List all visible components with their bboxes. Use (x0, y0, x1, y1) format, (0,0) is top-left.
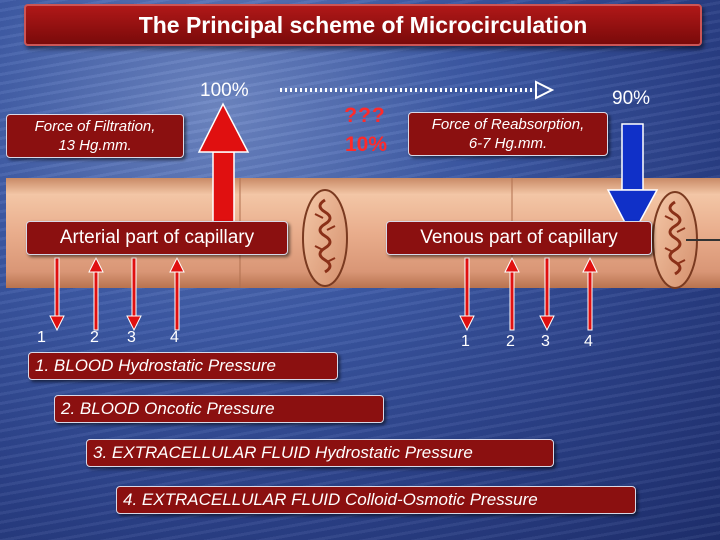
legend-item: 1. BLOOD Hydrostatic Pressure (28, 352, 338, 380)
filtration-percent: 100% (200, 80, 249, 101)
legend-item: 2. BLOOD Oncotic Pressure (54, 395, 384, 423)
reabsorption-label: Force of Reabsorption, (431, 116, 585, 133)
arterial-pressure-arrows (49, 256, 185, 332)
venous-number: 3 (541, 333, 550, 350)
venous-number: 4 (584, 333, 593, 350)
arterial-number: 3 (127, 329, 136, 346)
flow-arrowhead-icon (535, 80, 555, 100)
arterial-number: 4 (170, 329, 179, 346)
filtration-label: Force of Filtration, (34, 118, 156, 135)
legend-item: 4. EXTRACELLULAR FLUID Colloid-Osmotic P… (116, 486, 636, 514)
filtration-value: 13 Hg.mm. (58, 137, 132, 154)
reabsorption-down-arrow (606, 123, 659, 238)
legend-item: 3. EXTRACELLULAR FLUID Hydrostatic Press… (86, 439, 554, 467)
arterial-part-label: Arterial part of capillary (26, 221, 288, 255)
endothelial-cell-icon (652, 191, 698, 289)
arterial-number: 2 (90, 329, 99, 346)
unknown-marker: ??? (344, 104, 386, 127)
filtration-force-box: Force of Filtration, 13 Hg.mm. (6, 114, 184, 158)
reabsorption-percent: 90% (612, 88, 651, 109)
reabsorption-value: 6-7 Hg.mm. (468, 135, 548, 152)
arterial-number: 1 (37, 329, 46, 346)
middle-percent: 10% (344, 133, 388, 156)
venous-number: 1 (461, 333, 470, 350)
venous-pressure-arrows (459, 256, 598, 332)
venous-part-label: Venous part of capillary (386, 221, 652, 255)
endothelial-cell-icon (302, 189, 348, 287)
venous-number: 2 (506, 333, 515, 350)
slide-title: The Principal scheme of Microcirculation (24, 4, 702, 46)
reabsorption-force-box: Force of Reabsorption, 6-7 Hg.mm. (408, 112, 608, 156)
